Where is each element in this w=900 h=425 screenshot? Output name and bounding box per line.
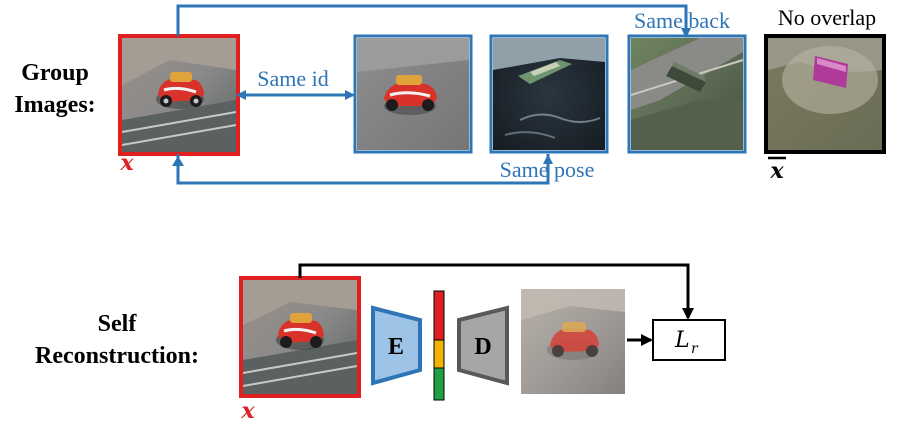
latent-segment-green: [434, 368, 444, 400]
latent-segment-yellow: [434, 340, 444, 368]
same-pose-image: [491, 36, 607, 152]
group-images-label-line1: Group: [21, 60, 89, 86]
self-variable-x: x: [240, 398, 255, 424]
decoder-block: D: [459, 308, 507, 383]
same-back-label: Same back: [634, 8, 730, 33]
no-overlap-image-x-bar: [766, 36, 884, 152]
self-reconstruction-label-line2: Reconstruction:: [35, 343, 199, 369]
decoder-label: D: [474, 334, 491, 360]
same-id-label: Same id: [257, 66, 329, 91]
reconstruction-loss-box: L r: [653, 320, 725, 360]
group-images-label-line2: Images:: [14, 92, 95, 118]
no-overlap-label: No overlap: [778, 5, 876, 30]
self-input-image-x: [241, 278, 359, 396]
loss-symbol-L: L: [674, 328, 690, 353]
same-id-image: [355, 36, 471, 152]
reconstructed-image: [521, 289, 625, 394]
self-reconstruction-label-line1: Self: [98, 311, 138, 337]
same-back-image: [629, 36, 745, 152]
latent-code-bar: [434, 291, 444, 400]
anchor-variable-x: x: [119, 150, 134, 176]
same-back-arrow: [178, 6, 686, 36]
encoder-label: E: [388, 334, 404, 360]
same-pose-label: Same pose: [500, 157, 595, 182]
encoder-block: E: [373, 308, 420, 383]
latent-segment-red: [434, 291, 444, 340]
no-overlap-variable-x-bar: x: [769, 158, 784, 184]
anchor-image-x: [120, 36, 238, 154]
